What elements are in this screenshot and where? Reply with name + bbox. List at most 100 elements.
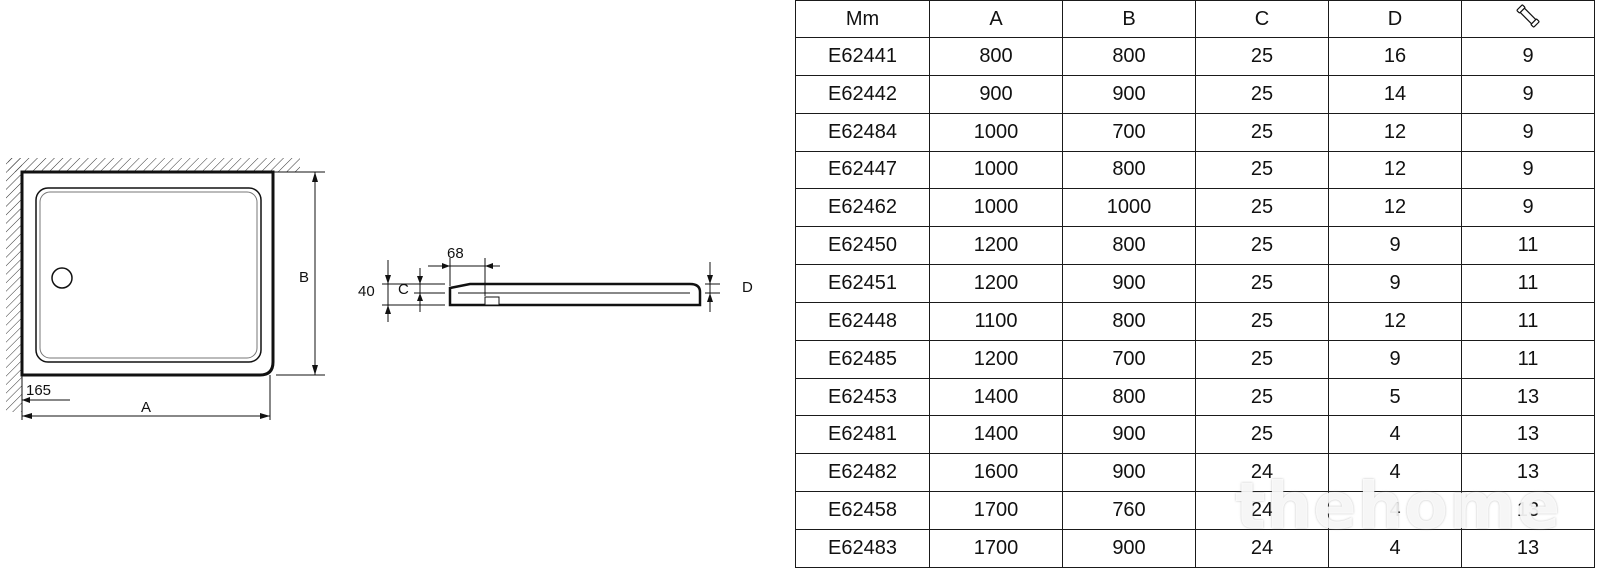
model-cell: E62442	[795, 74, 930, 114]
c-cell: 24	[1195, 453, 1329, 493]
b-cell: 700	[1062, 112, 1196, 152]
b-cell: 800	[1062, 37, 1196, 76]
a-cell: 1000	[929, 112, 1063, 152]
siphon-cell: 13	[1461, 377, 1595, 417]
b-cell: 900	[1062, 528, 1196, 568]
a-cell: 1700	[929, 491, 1063, 530]
d-cell: 16	[1328, 37, 1462, 76]
b-cell: 760	[1062, 491, 1196, 530]
d-cell: 12	[1328, 112, 1462, 152]
b-cell: 700	[1062, 339, 1196, 379]
model-cell: E62450	[795, 226, 930, 266]
c-cell: 25	[1195, 264, 1329, 303]
a-cell: 900	[929, 74, 1063, 114]
b-cell: 800	[1062, 301, 1196, 341]
tray-section	[448, 282, 702, 307]
model-cell: E62483	[795, 528, 930, 568]
model-cell: E62462	[795, 188, 930, 228]
c-cell: 24	[1195, 491, 1329, 530]
dim-165-label: 165	[26, 382, 51, 399]
d-cell: 4	[1328, 528, 1462, 568]
c-cell: 25	[1195, 150, 1329, 190]
d-cell: 9	[1328, 226, 1462, 266]
tray-basin	[35, 187, 262, 363]
model-cell: E62441	[795, 37, 930, 76]
c-cell: 25	[1195, 112, 1329, 152]
siphon-cell: 13	[1461, 491, 1595, 530]
siphon-cell: 9	[1461, 112, 1595, 152]
a-cell: 800	[929, 37, 1063, 76]
model-cell: E62448	[795, 301, 930, 341]
dim-68-label: 68	[447, 245, 464, 262]
header-siphon	[1461, 0, 1595, 38]
siphon-cell: 9	[1461, 188, 1595, 228]
wall-top-hatch	[8, 158, 300, 172]
header-b: B	[1062, 0, 1196, 38]
siphon-cell: 9	[1461, 74, 1595, 114]
siphon-cell: 11	[1461, 301, 1595, 341]
b-cell: 800	[1062, 377, 1196, 417]
d-cell: 14	[1328, 74, 1462, 114]
model-cell: E62451	[795, 264, 930, 303]
siphon-cell: 13	[1461, 415, 1595, 455]
d-cell: 9	[1328, 339, 1462, 379]
d-cell: 4	[1328, 453, 1462, 493]
header-a: A	[929, 0, 1063, 38]
a-cell: 1000	[929, 188, 1063, 228]
d-cell: 12	[1328, 301, 1462, 341]
siphon-cell: 9	[1461, 150, 1595, 190]
table-header-row: Mm A B C D	[795, 0, 1595, 38]
drain-icon	[51, 267, 73, 289]
model-cell: E62484	[795, 112, 930, 152]
wall-left-hatch	[6, 158, 22, 412]
siphon-cell: 13	[1461, 528, 1595, 568]
c-cell: 25	[1195, 37, 1329, 76]
dim-d-label: D	[742, 279, 753, 296]
a-cell: 1200	[929, 264, 1063, 303]
c-cell: 25	[1195, 226, 1329, 266]
d-cell: 5	[1328, 377, 1462, 417]
b-cell: 900	[1062, 264, 1196, 303]
b-cell: 800	[1062, 150, 1196, 190]
c-cell: 25	[1195, 301, 1329, 341]
c-cell: 25	[1195, 377, 1329, 417]
technical-drawing: B 165 A 68 40 C	[6, 158, 753, 420]
siphon-cell: 11	[1461, 264, 1595, 303]
plan-view: B 165 A	[6, 158, 325, 420]
model-cell: E62482	[795, 453, 930, 493]
b-cell: 900	[1062, 74, 1196, 114]
c-cell: 25	[1195, 74, 1329, 114]
dim-40-label: 40	[358, 283, 375, 300]
model-cell: E62485	[795, 339, 930, 379]
a-cell: 1200	[929, 226, 1063, 266]
a-cell: 1000	[929, 150, 1063, 190]
b-cell: 800	[1062, 226, 1196, 266]
header-c: C	[1195, 0, 1329, 38]
c-cell: 24	[1195, 528, 1329, 568]
siphon-icon	[1516, 4, 1540, 28]
c-cell: 25	[1195, 188, 1329, 228]
d-cell: 12	[1328, 188, 1462, 228]
a-cell: 1200	[929, 339, 1063, 379]
a-cell: 1100	[929, 301, 1063, 341]
header-d: D	[1328, 0, 1462, 38]
dim-b-label: B	[299, 269, 309, 286]
b-cell: 1000	[1062, 188, 1196, 228]
d-cell: 9	[1328, 264, 1462, 303]
model-cell: E62453	[795, 377, 930, 417]
a-cell: 1400	[929, 377, 1063, 417]
dim-a-label: A	[141, 399, 151, 416]
